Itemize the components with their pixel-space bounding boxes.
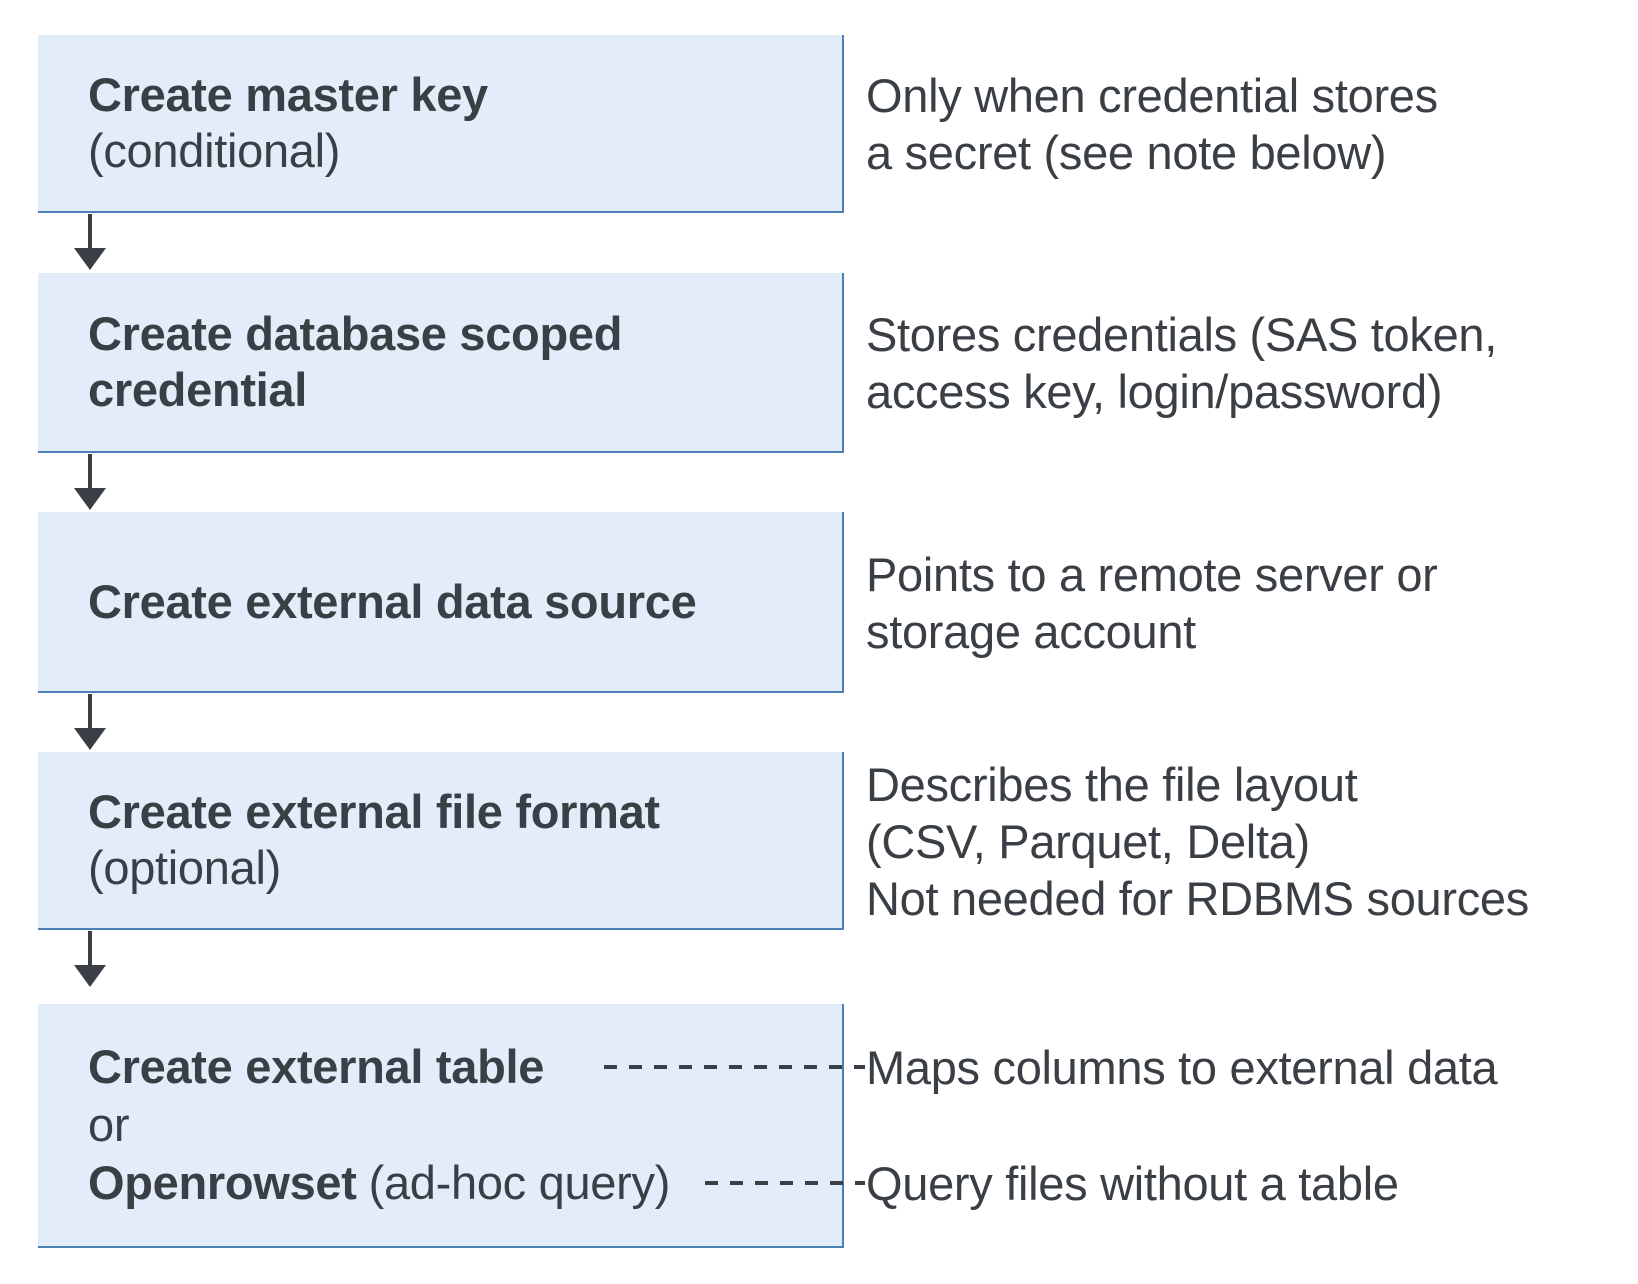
arrow-head-icon [74,965,106,987]
box-title: Create external file format [88,785,660,838]
annotation-line: Not needed for RDBMS sources [866,871,1529,925]
down-arrow [74,454,106,512]
box-title-line1: Create database scoped [88,307,623,360]
arrow-stem [88,454,92,490]
annotation-file-format: Describes the file layout (CSV, Parquet,… [866,752,1626,930]
annotation-data-source: Points to a remote server or storage acc… [866,512,1626,693]
box-conjunction-label: or [88,1098,130,1151]
dashed-connector-maps [604,1065,865,1069]
box-option2-label: Openrowset [88,1156,357,1209]
box-title-line2: credential [88,363,308,416]
annotation-line: storage account [866,604,1196,658]
arrow-head-icon [74,488,106,510]
annotation-line: (CSV, Parquet, Delta) [866,814,1310,868]
dashed-connector-query [705,1181,865,1185]
annotation-table-openrowset: Maps columns to external data Query file… [866,1004,1626,1248]
flow-box-create-master-key: Create master key (conditional) [38,35,844,213]
arrow-stem [88,214,92,250]
annotation-maps-columns: Maps columns to external data [866,1041,1498,1094]
box-title: Create external data source [88,574,697,628]
arrow-head-icon [74,728,106,750]
annotation-line: Points to a remote server or [866,547,1438,601]
flow-box-create-external-data-source: Create external data source [38,512,844,693]
annotation-query-files: Query files without a table [866,1157,1399,1210]
annotation-line: Stores credentials (SAS token, [866,308,1498,361]
annotation-credential: Stores credentials (SAS token, access ke… [866,273,1626,453]
flow-box-create-external-table-or-openrowset: Create external table or Openrowset (ad-… [38,1004,865,1248]
down-arrow [74,694,106,752]
annotation-master-key: Only when credential stores a secret (se… [866,35,1626,213]
down-arrow [74,931,106,989]
box-title: Create master key [88,68,488,121]
annotation-line: a secret (see note below) [866,126,1387,179]
arrow-stem [88,694,92,730]
annotation-line: access key, login/password) [866,365,1443,418]
box-option2-note: (ad-hoc query) [368,1156,671,1209]
arrow-head-icon [74,248,106,270]
box-subtitle: (optional) [88,841,281,894]
annotation-spacer [866,1097,1626,1155]
box-option-external-table: Create external table [88,1038,865,1096]
flow-box-create-external-file-format: Create external file format (optional) [38,752,844,930]
box-option1-label: Create external table [88,1040,545,1093]
down-arrow [74,214,106,272]
box-conjunction: or [88,1096,842,1154]
annotation-line: Only when credential stores [866,69,1438,122]
box-subtitle: (conditional) [88,124,341,177]
box-option-openrowset: Openrowset (ad-hoc query) [88,1154,865,1212]
flow-box-create-database-scoped-credential: Create database scoped credential [38,273,844,453]
annotation-line: Describes the file layout [866,757,1358,811]
arrow-stem [88,931,92,967]
